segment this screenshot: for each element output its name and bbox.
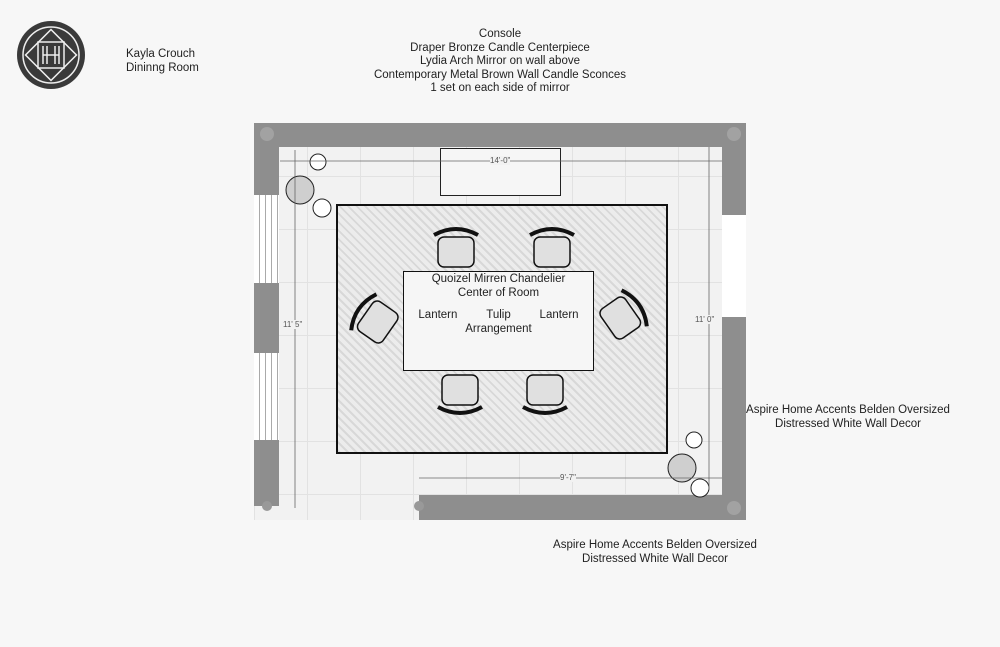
chair	[529, 227, 575, 268]
console-notes: Console Draper Bronze Candle Centerpiece…	[350, 28, 650, 96]
note-line: Draper Bronze Candle Centerpiece	[410, 41, 590, 54]
corner-marker	[727, 501, 741, 515]
corner-marker	[414, 501, 424, 511]
note-line: Aspire Home Accents Belden Oversized	[746, 404, 950, 416]
plant-icon	[285, 153, 332, 218]
dimension-left: 11' 5"	[283, 320, 303, 329]
chair	[437, 374, 483, 415]
wall-decor-bottom-note: Aspire Home Accents Belden Oversized Dis…	[552, 539, 758, 566]
corner-marker	[262, 501, 272, 511]
lantern-left: Lantern	[418, 309, 458, 321]
chair	[522, 374, 568, 415]
dimension-right: 11' 0"	[695, 315, 715, 324]
arrangement-label: Arrangement	[465, 322, 532, 335]
plant-icon	[667, 431, 710, 498]
chair	[433, 227, 479, 268]
company-logo	[16, 20, 86, 90]
table-note: Center of Room	[457, 286, 540, 299]
corner-marker	[727, 127, 741, 141]
note-line: Lydia Arch Mirror on wall above	[419, 55, 580, 67]
note-line: Contemporary Metal Brown Wall Candle Sco…	[373, 68, 627, 81]
dimension-bottom: 9'-7"	[560, 473, 576, 482]
chair	[599, 288, 649, 340]
doorway	[722, 215, 746, 317]
wall-decor-right-note: Aspire Home Accents Belden Oversized Dis…	[745, 404, 951, 431]
lantern-right: Lantern	[539, 309, 579, 321]
wall-left	[254, 283, 279, 353]
wall-top	[254, 123, 746, 147]
table-note: Quoizel Mirren Chandelier	[431, 273, 566, 285]
note-line: Aspire Home Accents Belden Oversized	[553, 539, 757, 551]
tulip-label: Tulip	[486, 309, 511, 321]
note-line: Console	[478, 28, 522, 40]
client-name: Kayla Crouch	[126, 48, 196, 60]
wall-bottom	[419, 495, 746, 520]
room-name: Dininng Room	[126, 62, 199, 74]
wall-left	[254, 440, 279, 506]
window	[254, 353, 279, 440]
note-line: Distressed White Wall Decor	[582, 552, 728, 565]
note-line: Distressed White Wall Decor	[775, 417, 921, 430]
note-line: 1 set on each side of mirror	[430, 82, 570, 94]
wall-right	[722, 317, 746, 520]
dimension-top: 14'-0"	[490, 156, 511, 165]
dining-table[interactable]: Quoizel Mirren Chandelier Center of Room…	[403, 271, 594, 371]
window	[254, 195, 279, 283]
corner-marker	[260, 127, 274, 141]
chair	[349, 292, 399, 344]
